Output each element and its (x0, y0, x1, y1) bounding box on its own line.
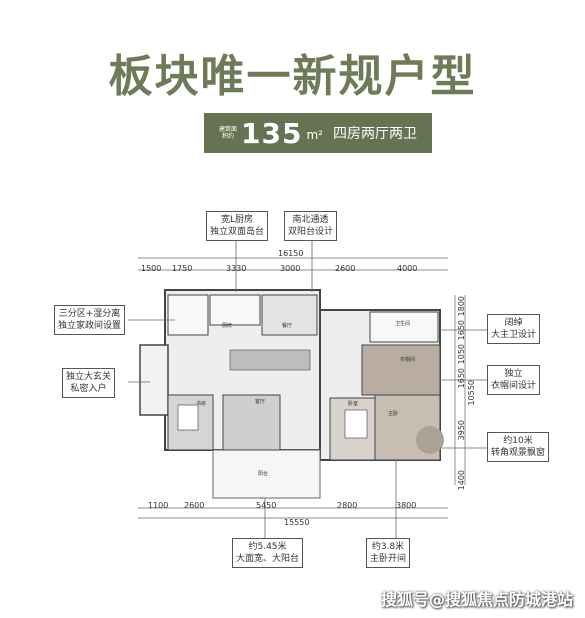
dim-right: 1400 (457, 470, 466, 491)
dim-top: 4000 (397, 264, 418, 273)
dim-bottom: 5450 (256, 501, 277, 510)
callout-entry: 独立大玄关 私密入户 (62, 368, 116, 398)
callout-balcony: 南北通透 双阳台设计 (284, 211, 338, 241)
dim-right: 1650 (457, 320, 466, 341)
callout-closet: 独立 衣帽间设计 (487, 365, 541, 395)
dim-right-total: 10550 (467, 380, 476, 406)
dim-right: 1800 (457, 296, 466, 317)
room-label-living: 客厅 (255, 399, 266, 405)
room-label-bath: 卫生间 (395, 321, 411, 327)
room-label-closet: 衣帽间 (400, 357, 416, 363)
dim-top: 2600 (335, 264, 356, 273)
page-title: 板块唯一新规户型 (108, 51, 477, 102)
dim-right: 1650 (457, 368, 466, 389)
room-label-bedroom: 卧室 (348, 401, 359, 407)
floor-areas (139, 289, 444, 499)
dim-right: 1050 (457, 344, 466, 365)
dim-top: 1750 (172, 264, 193, 273)
room-label-study: 书房 (196, 401, 207, 407)
room-label-master: 主卧 (388, 411, 399, 417)
room-label-dining: 餐厅 (282, 323, 293, 329)
dim-bottom: 2600 (184, 501, 205, 510)
dim-top: 1500 (141, 264, 162, 273)
dim-top-total: 16150 (278, 249, 304, 258)
area-unit: m² (306, 128, 323, 142)
area-banner: 建筑面积约 135 m² 四房两厅两卫 (204, 113, 432, 153)
dim-right: 3950 (457, 420, 466, 441)
room-label-balcony: 阳台 (258, 471, 269, 477)
callout-partition: 三分区+湿分离 独立家政间设置 (54, 305, 126, 335)
area-value: 135 (241, 116, 303, 150)
dimension-lines (138, 257, 466, 519)
dim-bottom: 1100 (148, 501, 169, 510)
room-label-kitchen: 厨房 (222, 323, 233, 329)
callout-living: 约5.45米 大面宽、大阳台 (232, 538, 304, 568)
callout-kitchen: 宽L厨房 独立双面岛台 (206, 211, 269, 241)
dim-bottom: 2800 (337, 501, 358, 510)
dim-top: 3330 (226, 264, 247, 273)
layout-type: 四房两厅两卫 (332, 126, 417, 142)
dim-top: 3000 (280, 264, 301, 273)
dim-bottom: 3800 (396, 501, 417, 510)
callout-window: 约10米 转角观景飘窗 (487, 432, 550, 462)
callout-connectors (128, 240, 487, 540)
dim-bottom-total: 15550 (284, 518, 310, 527)
watermark: 搜狐号@搜狐焦点防城港站 (380, 590, 573, 609)
callout-bedroom: 约3.8米 主卧开间 (366, 538, 411, 568)
callout-master-bath: 阔绰 大主卫设计 (487, 314, 541, 344)
area-prefix: 建筑面积约 (219, 126, 238, 140)
